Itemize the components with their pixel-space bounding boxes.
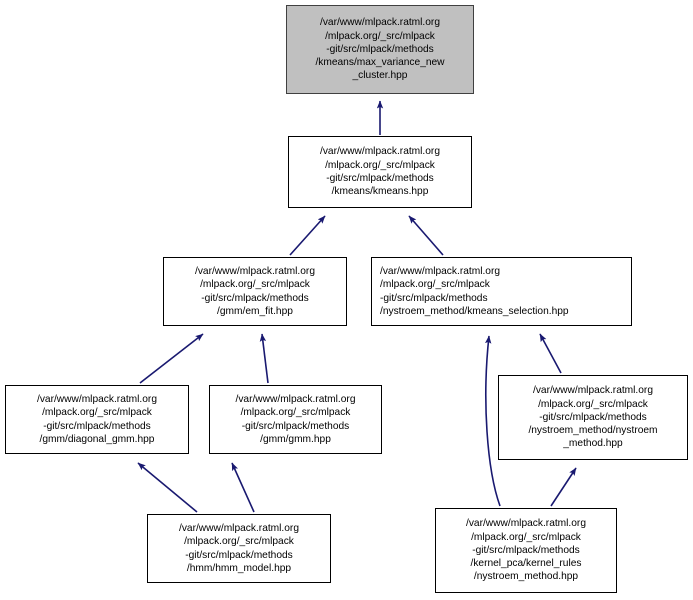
node-label: /var/www/mlpack.ratml.org /mlpack.org/_s… — [380, 265, 569, 317]
node-kmeans[interactable]: /var/www/mlpack.ratml.org /mlpack.org/_s… — [288, 136, 472, 208]
node-label: /var/www/mlpack.ratml.org /mlpack.org/_s… — [319, 146, 440, 198]
node-label: /var/www/mlpack.ratml.org /mlpack.org/_s… — [178, 522, 299, 574]
node-label: /var/www/mlpack.ratml.org /mlpack.org/_s… — [235, 393, 356, 445]
edge-diagonal-gmm-to-em-fit — [139, 333, 204, 384]
node-hmm-model[interactable]: /var/www/mlpack.ratml.org /mlpack.org/_s… — [147, 514, 331, 583]
node-label: /var/www/mlpack.ratml.org /mlpack.org/_s… — [315, 17, 445, 82]
edge-kernel-rules-nystroem-to-nystroem-method — [550, 467, 577, 507]
node-label: /var/www/mlpack.ratml.org /mlpack.org/_s… — [465, 518, 586, 583]
node-label: /var/www/mlpack.ratml.org /mlpack.org/_s… — [194, 265, 315, 317]
edge-hmm-model-to-gmm — [231, 462, 255, 513]
node-gmm[interactable]: /var/www/mlpack.ratml.org /mlpack.org/_s… — [209, 385, 382, 454]
edge-em-fit-to-kmeans — [289, 215, 326, 256]
node-kmeans-selection[interactable]: /var/www/mlpack.ratml.org /mlpack.org/_s… — [371, 257, 632, 326]
edge-kernel-rules-nystroem-to-kmeans-selection — [485, 335, 501, 507]
edge-kmeans-selection-to-kmeans — [408, 215, 444, 256]
edge-hmm-model-to-diagonal-gmm — [137, 462, 198, 513]
node-em-fit[interactable]: /var/www/mlpack.ratml.org /mlpack.org/_s… — [163, 257, 347, 326]
edge-nystroem-method-to-kmeans-selection — [539, 333, 562, 374]
node-nystroem-method[interactable]: /var/www/mlpack.ratml.org /mlpack.org/_s… — [498, 375, 688, 460]
node-label: /var/www/mlpack.ratml.org /mlpack.org/_s… — [528, 385, 658, 450]
node-max-variance-new-cluster[interactable]: /var/www/mlpack.ratml.org /mlpack.org/_s… — [286, 5, 474, 94]
node-kernel-rules-nystroem-method[interactable]: /var/www/mlpack.ratml.org /mlpack.org/_s… — [435, 508, 617, 593]
edge-gmm-to-em-fit — [259, 333, 269, 384]
node-label: /var/www/mlpack.ratml.org /mlpack.org/_s… — [36, 393, 157, 445]
node-diagonal-gmm[interactable]: /var/www/mlpack.ratml.org /mlpack.org/_s… — [5, 385, 189, 454]
